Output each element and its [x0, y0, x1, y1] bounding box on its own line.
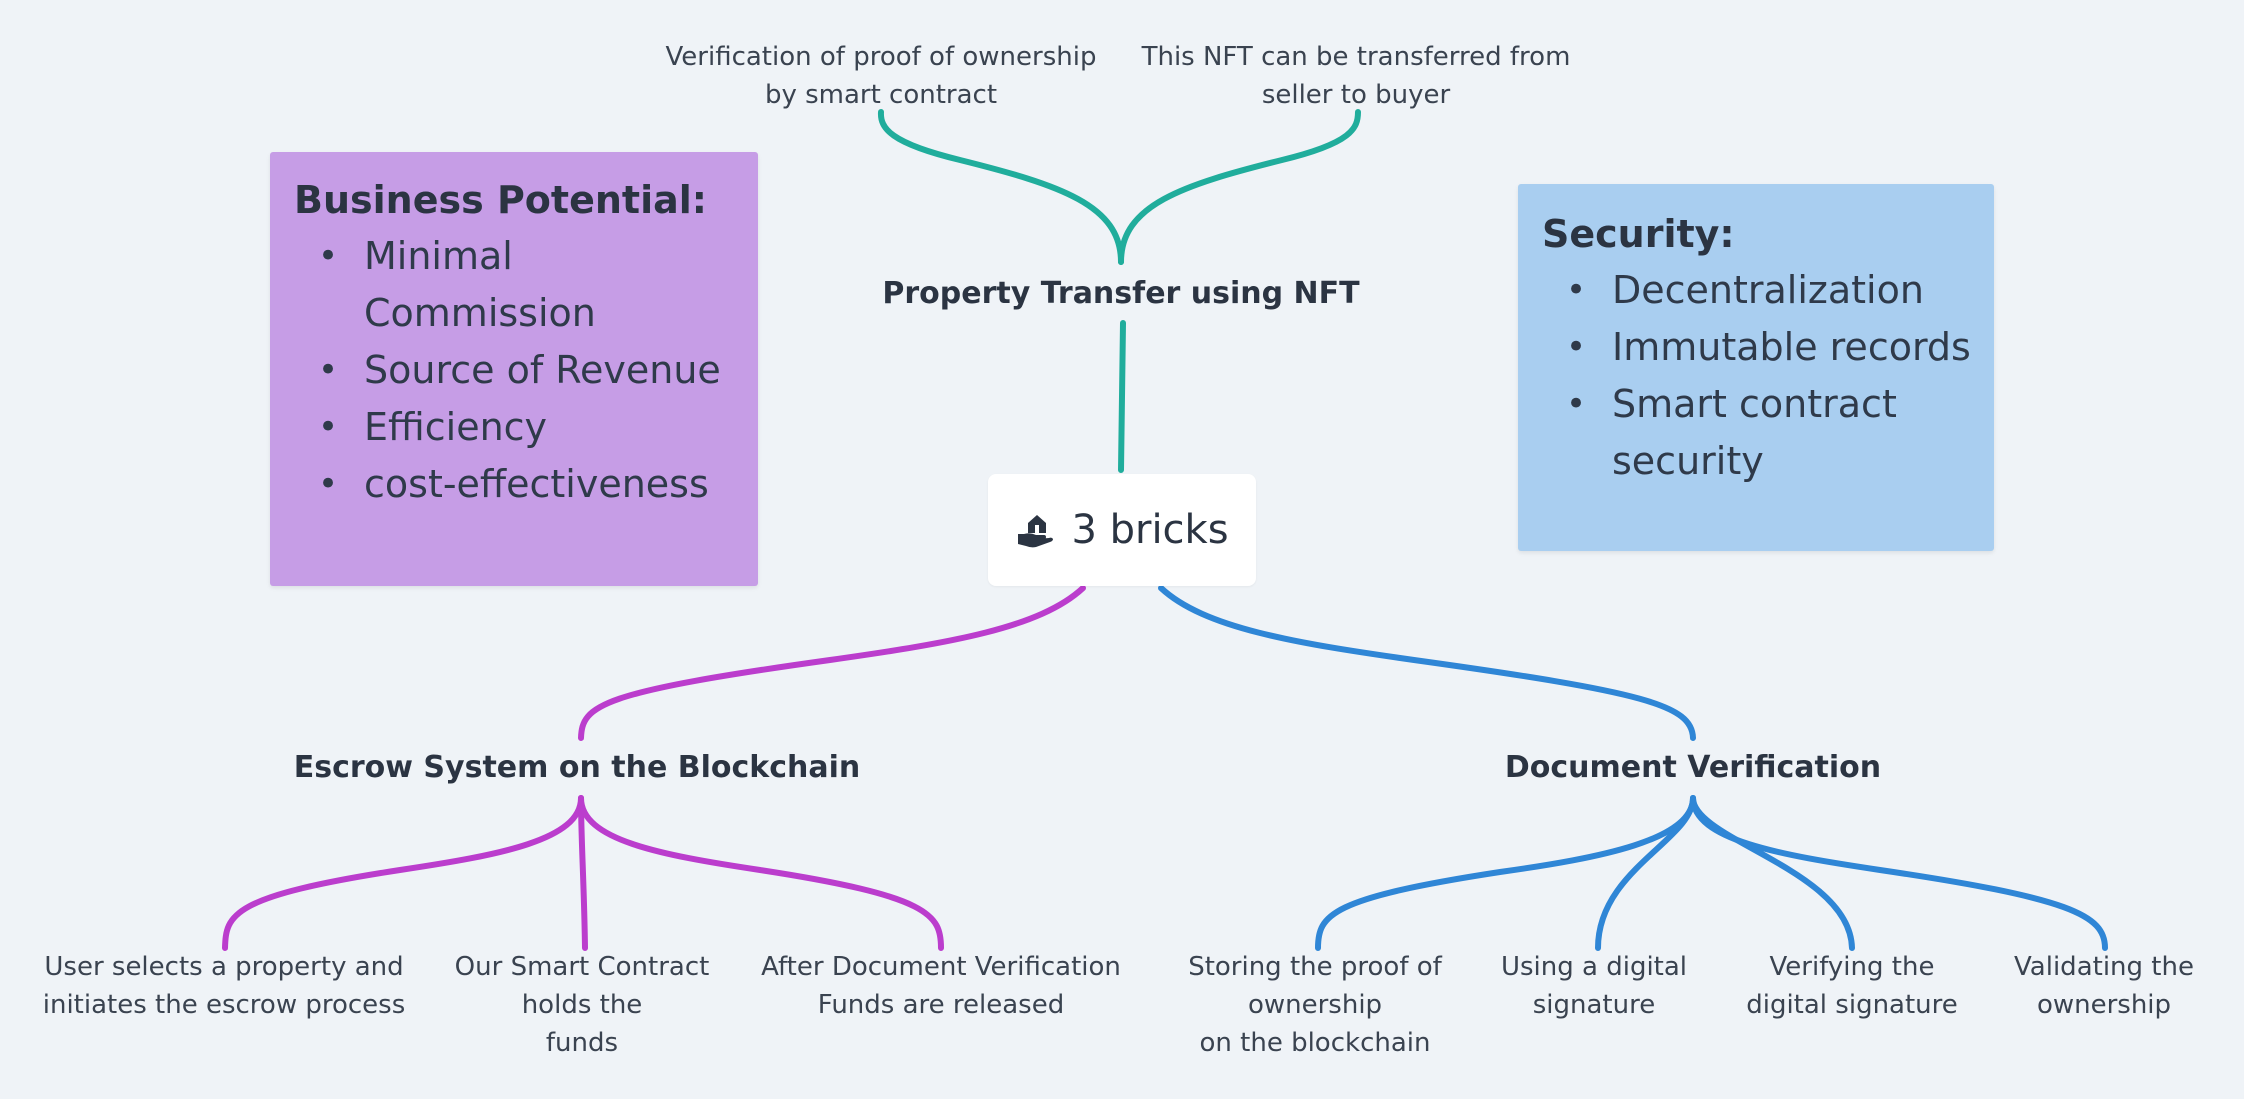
note-item: cost-effectiveness [294, 456, 758, 513]
leaf-line: funds [545, 1028, 619, 1058]
leaf-line: Storing the proof of [1188, 952, 1442, 982]
leaf-contract-holds-funds[interactable]: Our Smart Contract holds the funds [455, 948, 710, 1062]
connector-escrow-to-leaf-3 [578, 795, 944, 951]
note-item: Immutable records [1542, 319, 1994, 376]
connector-document-to-leaf-1 [1315, 795, 1696, 951]
topic-document-verification[interactable]: Document Verification [1504, 750, 1882, 785]
leaf-line: This NFT can be transferred from [1141, 42, 1571, 72]
leaf-line: Using a digital [1500, 952, 1688, 982]
note-list: Minimal Commission Source of Revenue Eff… [294, 228, 758, 513]
leaf-line: ownership [1247, 990, 1383, 1020]
leaf-line: Validating the [2014, 952, 2194, 982]
leaf-line: signature [1532, 990, 1656, 1020]
leaf-verifying-signature[interactable]: Verifying the digital signature [1746, 948, 1958, 1024]
note-item: Decentralization [1542, 262, 1994, 319]
leaf-nft-transfer[interactable]: This NFT can be transferred from seller … [1142, 38, 1571, 114]
note-item: Efficiency [294, 399, 758, 456]
note-title: Business Potential: [294, 178, 707, 222]
note-item-continuation: Commission [364, 291, 596, 335]
note-security[interactable]: Security: Decentralization Immutable rec… [1518, 184, 1994, 551]
leaf-line: Verifying the [1769, 952, 1935, 982]
leaf-validating-ownership[interactable]: Validating the ownership [2014, 948, 2194, 1024]
connector-root-to-escrow [578, 585, 1086, 741]
connector-root-to-property-transfer [1118, 320, 1126, 473]
leaf-line: User selects a property and [44, 952, 404, 982]
leaf-line: Funds are released [817, 990, 1065, 1020]
connector-property-transfer-to-leaf-1 [877, 109, 1124, 265]
leaf-line: initiates the escrow process [42, 990, 406, 1020]
leaf-line: on the blockchain [1199, 1028, 1431, 1058]
note-item: Smart contract [1542, 376, 1994, 433]
hand-house-icon [1018, 515, 1054, 548]
leaf-line: After Document Verification [761, 952, 1121, 982]
leaf-funds-released[interactable]: After Document Verification Funds are re… [761, 948, 1121, 1024]
root-label: 3 bricks [1071, 507, 1229, 553]
note-business-potential[interactable]: Business Potential: Minimal Commission S… [270, 152, 758, 586]
connector-root-to-document [1158, 585, 1696, 741]
topic-property-transfer[interactable]: Property Transfer using NFT [882, 276, 1360, 311]
leaf-line: holds the [521, 990, 643, 1020]
leaf-storing-proof[interactable]: Storing the proof of ownership on the bl… [1188, 948, 1442, 1062]
topic-escrow-system[interactable]: Escrow System on the Blockchain [293, 750, 861, 785]
leaf-line: ownership [2036, 990, 2172, 1020]
connector-property-transfer-to-leaf-2 [1118, 109, 1361, 265]
leaf-line: Our Smart Contract [454, 952, 710, 982]
note-title: Security: [1542, 212, 1735, 256]
connector-escrow-to-leaf-1 [222, 795, 584, 951]
connector-document-to-leaf-4 [1690, 795, 2108, 951]
leaf-digital-signature[interactable]: Using a digital signature [1501, 948, 1687, 1024]
leaf-proof-verification[interactable]: Verification of proof of ownership by sm… [666, 38, 1097, 114]
connector-document-to-leaf-3 [1690, 795, 1855, 951]
note-list: Decentralization Immutable records Smart… [1542, 262, 1994, 490]
leaf-line: by smart contract [764, 80, 998, 110]
connector-escrow-to-leaf-2 [578, 795, 588, 951]
root-node[interactable]: 3 bricks [988, 474, 1256, 586]
note-item: Source of Revenue [294, 342, 758, 399]
note-item-continuation: security [1612, 439, 1764, 483]
note-item: Minimal [294, 228, 758, 285]
leaf-line: Verification of proof of ownership [665, 42, 1097, 72]
leaf-user-initiates-escrow[interactable]: User selects a property and initiates th… [43, 948, 406, 1024]
leaf-line: digital signature [1746, 990, 1958, 1020]
leaf-line: seller to buyer [1261, 80, 1451, 110]
connector-document-to-leaf-2 [1595, 795, 1696, 951]
